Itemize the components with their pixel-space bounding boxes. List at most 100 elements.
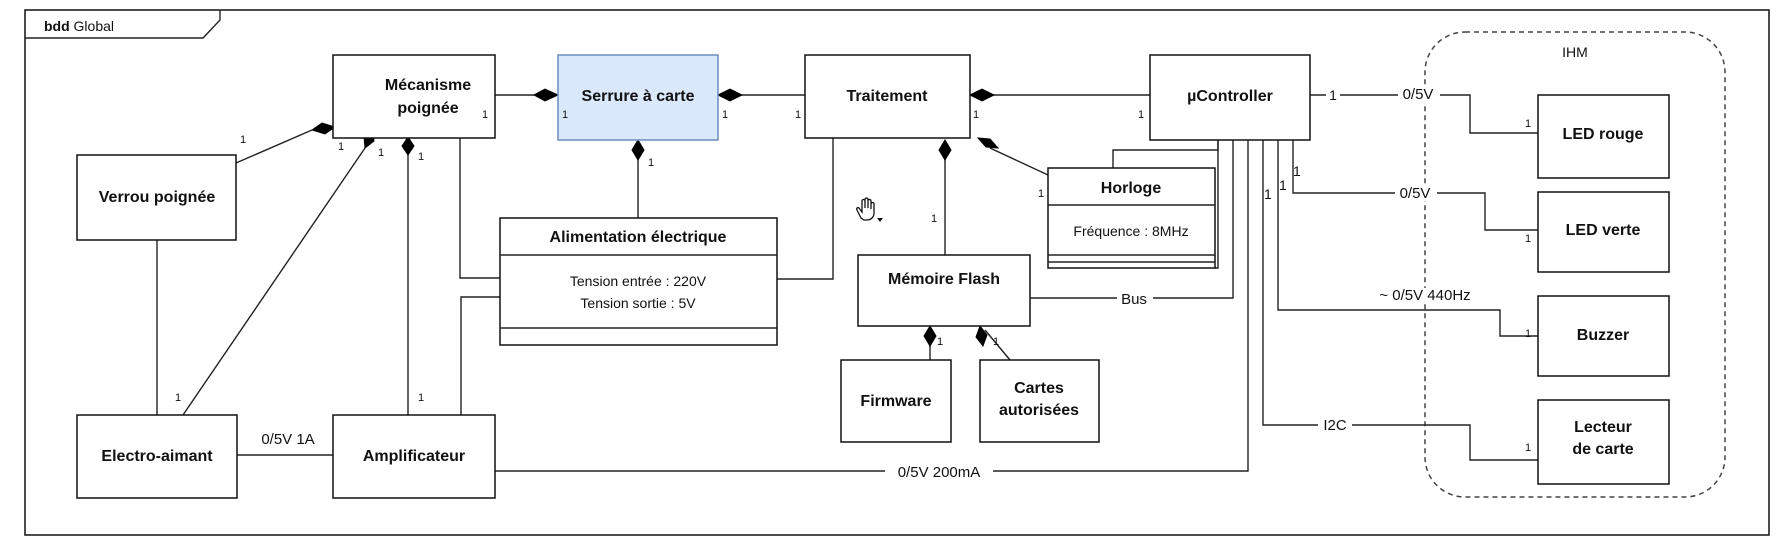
mult-verrou: 1 [240, 134, 246, 146]
mult-led-verte: 1 [1525, 233, 1531, 245]
mult-lecteur: 1 [1525, 442, 1531, 454]
mult-firmware: 1 [937, 336, 943, 348]
edge-ampli-alim [460, 296, 500, 415]
label-electro-ampli: 0/5V 1A [261, 431, 314, 448]
ihm-group [1424, 31, 1726, 498]
block-verrou-poignee[interactable]: Verrou poignée [76, 154, 237, 241]
block-mecanisme-line2: poignée [397, 100, 458, 117]
diamond-traitement-uc [968, 88, 996, 102]
edge-uc-buzzer [1277, 140, 1538, 337]
block-cartes-line1: Cartes [1014, 380, 1064, 397]
block-horloge[interactable]: Horloge Fréquence : 8MHz [1047, 167, 1216, 269]
mult-serrure-bottom: 1 [648, 157, 654, 169]
diamond-serrure-traitement [716, 88, 744, 102]
mult-mecanisme-a: 1 [338, 141, 344, 153]
ihm-group-label: IHM [1562, 44, 1588, 60]
mult-mecanisme-c: 1 [418, 151, 424, 163]
block-buzzer-label: Buzzer [1577, 327, 1629, 344]
frame-label: bdd Global [44, 18, 114, 34]
edge-verrou-mecanisme [235, 129, 313, 164]
frame-border [24, 9, 1770, 536]
edge-memoire-bus [1030, 140, 1234, 299]
edge-mecanisme-alim [459, 138, 500, 279]
label-led-rouge: 0/5V [1403, 86, 1434, 103]
mult-traitement-right: 1 [973, 109, 979, 121]
block-led-verte-label: LED verte [1566, 222, 1641, 239]
block-lecteur-line1: Lecteur [1574, 419, 1632, 436]
block-firmware-label: Firmware [860, 393, 931, 410]
mult-traitement-left: 1 [795, 109, 801, 121]
block-firmware[interactable]: Firmware [840, 359, 952, 443]
block-led-rouge-label: LED rouge [1563, 126, 1644, 143]
block-electro-label: Electro-aimant [101, 448, 213, 465]
block-ucontroller[interactable]: µController [1149, 54, 1311, 141]
block-led-verte[interactable]: LED verte [1537, 191, 1670, 273]
block-lecteur-de-carte[interactable]: Lecteur de carte [1537, 399, 1670, 485]
mult-uc-bottom-c: 1 [1293, 163, 1301, 179]
edge-uc-horloge-a [1112, 140, 1219, 168]
block-cartes-autorisees[interactable]: Cartes autorisées [979, 359, 1100, 443]
diamond-mecanisme-serrure [532, 88, 560, 102]
label-led-verte: 0/5V [1400, 185, 1431, 202]
diamond-verrou [310, 122, 337, 135]
edge-uc-ledrouge [1310, 94, 1538, 134]
block-alimentation-electrique[interactable]: Alimentation électrique Tension entrée :… [499, 217, 778, 346]
block-traitement[interactable]: Traitement [804, 54, 971, 139]
block-serrure-a-carte[interactable]: Serrure à carte [557, 54, 719, 141]
mult-mecanisme-right: 1 [482, 109, 488, 121]
label-lecteur: I2C [1323, 417, 1347, 434]
mult-cartes: 1 [993, 336, 999, 348]
hand-cursor-icon [856, 197, 883, 222]
edge-traitement-alim [777, 138, 834, 280]
label-uc-out: 1 [1329, 87, 1337, 103]
diamond-memoire-cartes [975, 324, 988, 348]
mult-mecanisme-b: 1 [378, 147, 384, 159]
block-alimentation-attr-1: Tension entrée : 220V [570, 273, 707, 289]
block-mecanisme-poignee[interactable]: Mécanisme poignée [332, 54, 496, 139]
block-serrure-label: Serrure à carte [582, 88, 695, 105]
edge-memoire-cartes [984, 329, 1011, 361]
diamond-memoire-firmware [923, 325, 937, 347]
diamond-traitement-horloge [976, 137, 1000, 149]
diamond-traitement-memoire [938, 139, 952, 161]
mult-uc-left: 1 [1138, 109, 1144, 121]
mult-led-rouge: 1 [1525, 118, 1531, 130]
block-traitement-label: Traitement [847, 88, 929, 105]
label-buzzer: ~ 0/5V 440Hz [1379, 287, 1470, 304]
mult-ampli: 1 [418, 392, 424, 404]
edge-traitement-horloge [989, 147, 1049, 176]
block-electro-aimant[interactable]: Electro-aimant [76, 414, 238, 499]
block-lecteur-line2: de carte [1572, 441, 1633, 458]
block-alimentation-attr-2: Tension sortie : 5V [580, 295, 696, 311]
mult-uc-bottom-b: 1 [1279, 177, 1287, 193]
diamond-ampli [401, 136, 415, 156]
block-buzzer[interactable]: Buzzer [1537, 295, 1670, 377]
block-horloge-title: Horloge [1101, 180, 1162, 197]
block-cartes-line2: autorisées [999, 402, 1079, 419]
label-ampli-uc: 0/5V 200mA [898, 464, 981, 481]
mult-serrure-left: 1 [562, 109, 568, 121]
mult-buzzer: 1 [1525, 328, 1531, 340]
block-horloge-attr-1: Fréquence : 8MHz [1073, 223, 1188, 239]
block-ucontroller-label: µController [1187, 88, 1273, 105]
block-memoire-label: Mémoire Flash [888, 271, 1000, 288]
edge-electro-mecanisme [182, 147, 366, 416]
multiplicities: 1 1 1 1 1 1 1 1 1 1 1 1 1 1 1 1 1 1 1 1 … [175, 109, 1531, 454]
block-memoire-flash[interactable]: Mémoire Flash [857, 254, 1031, 327]
edge-uc-ledverte [1292, 140, 1538, 231]
label-memoire-bus: Bus [1121, 291, 1147, 308]
mult-serrure-right: 1 [722, 109, 728, 121]
edge-uc-horloge-b [1215, 140, 1219, 269]
block-alimentation-title: Alimentation électrique [550, 229, 727, 246]
block-verrou-label: Verrou poignée [99, 189, 216, 206]
mult-horloge: 1 [1038, 188, 1044, 200]
edge-uc-lecteur [1262, 140, 1538, 461]
edge-ampli-uc [495, 140, 1249, 472]
mult-uc-bottom-a: 1 [1264, 186, 1272, 202]
block-led-rouge[interactable]: LED rouge [1537, 94, 1670, 179]
frame-tab [25, 10, 221, 39]
block-amplificateur[interactable]: Amplificateur [332, 414, 496, 499]
block-amplificateur-label: Amplificateur [363, 448, 465, 465]
